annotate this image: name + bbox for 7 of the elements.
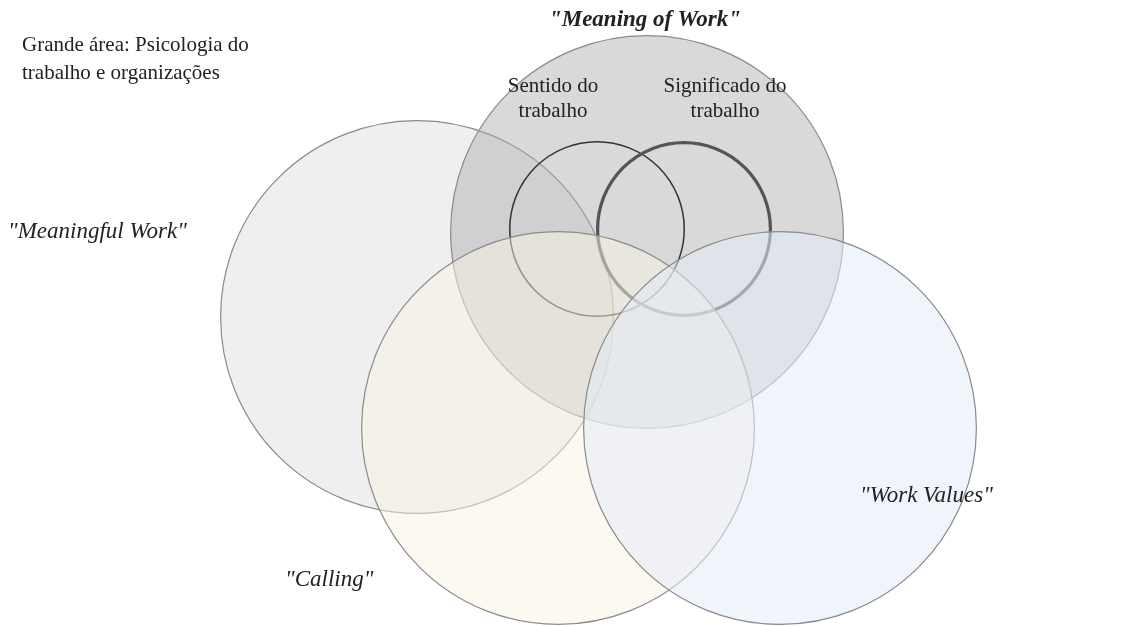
circle-label: "Work Values" [860, 482, 994, 507]
circle-label: Sentido do trabalho [506, 73, 600, 123]
circle-label: "Meaningful Work" [8, 218, 188, 243]
area-note: Grande área: Psicologia do trabalho e organizações [22, 31, 250, 86]
circle-label: "Calling" [285, 566, 375, 591]
circle-label: "Meaning of Work" [547, 6, 743, 31]
circle-label: Significado do trabalho [662, 73, 788, 123]
